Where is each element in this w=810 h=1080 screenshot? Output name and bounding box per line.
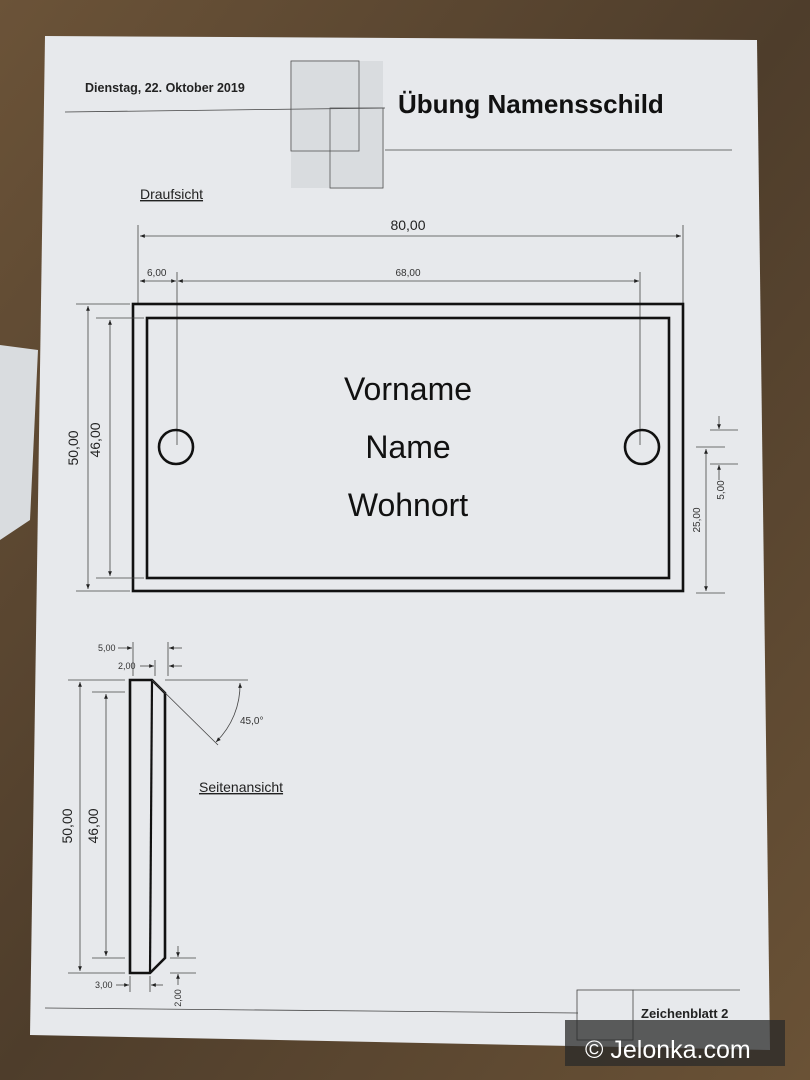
dim-total-width: 80,00 [390,217,425,233]
side-view: Seitenansicht 45,0° 5,00 2,00 50,00 46,0… [59,642,283,1007]
dim-angle: 45,0° [240,716,263,727]
dim-bottom-offset: 2,00 [173,989,183,1007]
dim-outer-height: 50,00 [65,430,81,465]
dim-hole-offset: 6,00 [147,268,167,279]
side-view-label: Seitenansicht [199,779,283,795]
dim-top-inner: 2,00 [118,661,136,671]
dim-hole-height: 25,00 [692,507,703,532]
footer-block: Zeichenblatt 2 [44,989,740,1041]
dim-side-inner-height: 46,00 [85,808,101,843]
plate-outer [131,302,685,593]
date-text: Dienstag, 22. Oktober 2019 [85,81,245,95]
title-block: Dienstag, 22. Oktober 2019 Übung Namenss… [64,60,732,189]
top-view-label: Draufsicht [140,186,203,202]
dim-bottom-width: 3,00 [95,980,113,990]
dim-hole-diameter: 5,00 [716,480,727,500]
page-title: Übung Namensschild [398,89,664,119]
plate-text-name: Name [365,429,450,465]
hole-left [157,428,195,466]
plate-text-firstname: Vorname [344,371,472,407]
paper-sheet [30,36,770,1050]
sheet-label: Zeichenblatt 2 [641,1006,728,1021]
dim-hole-spacing: 68,00 [395,268,420,279]
top-view: Draufsicht 80,00 6,00 68,00 Vorname Name… [65,186,738,594]
dim-inner-height: 46,00 [87,422,103,457]
plate-text-city: Wohnort [348,487,468,523]
watermark-text: © Jelonka.com [585,1036,751,1064]
hole-right [623,428,661,466]
dim-side-outer-height: 50,00 [59,808,75,843]
plate-inner [145,316,671,580]
dim-top-width: 5,00 [98,643,116,653]
other-paper [0,345,38,540]
watermark: © Jelonka.com [565,1020,785,1066]
